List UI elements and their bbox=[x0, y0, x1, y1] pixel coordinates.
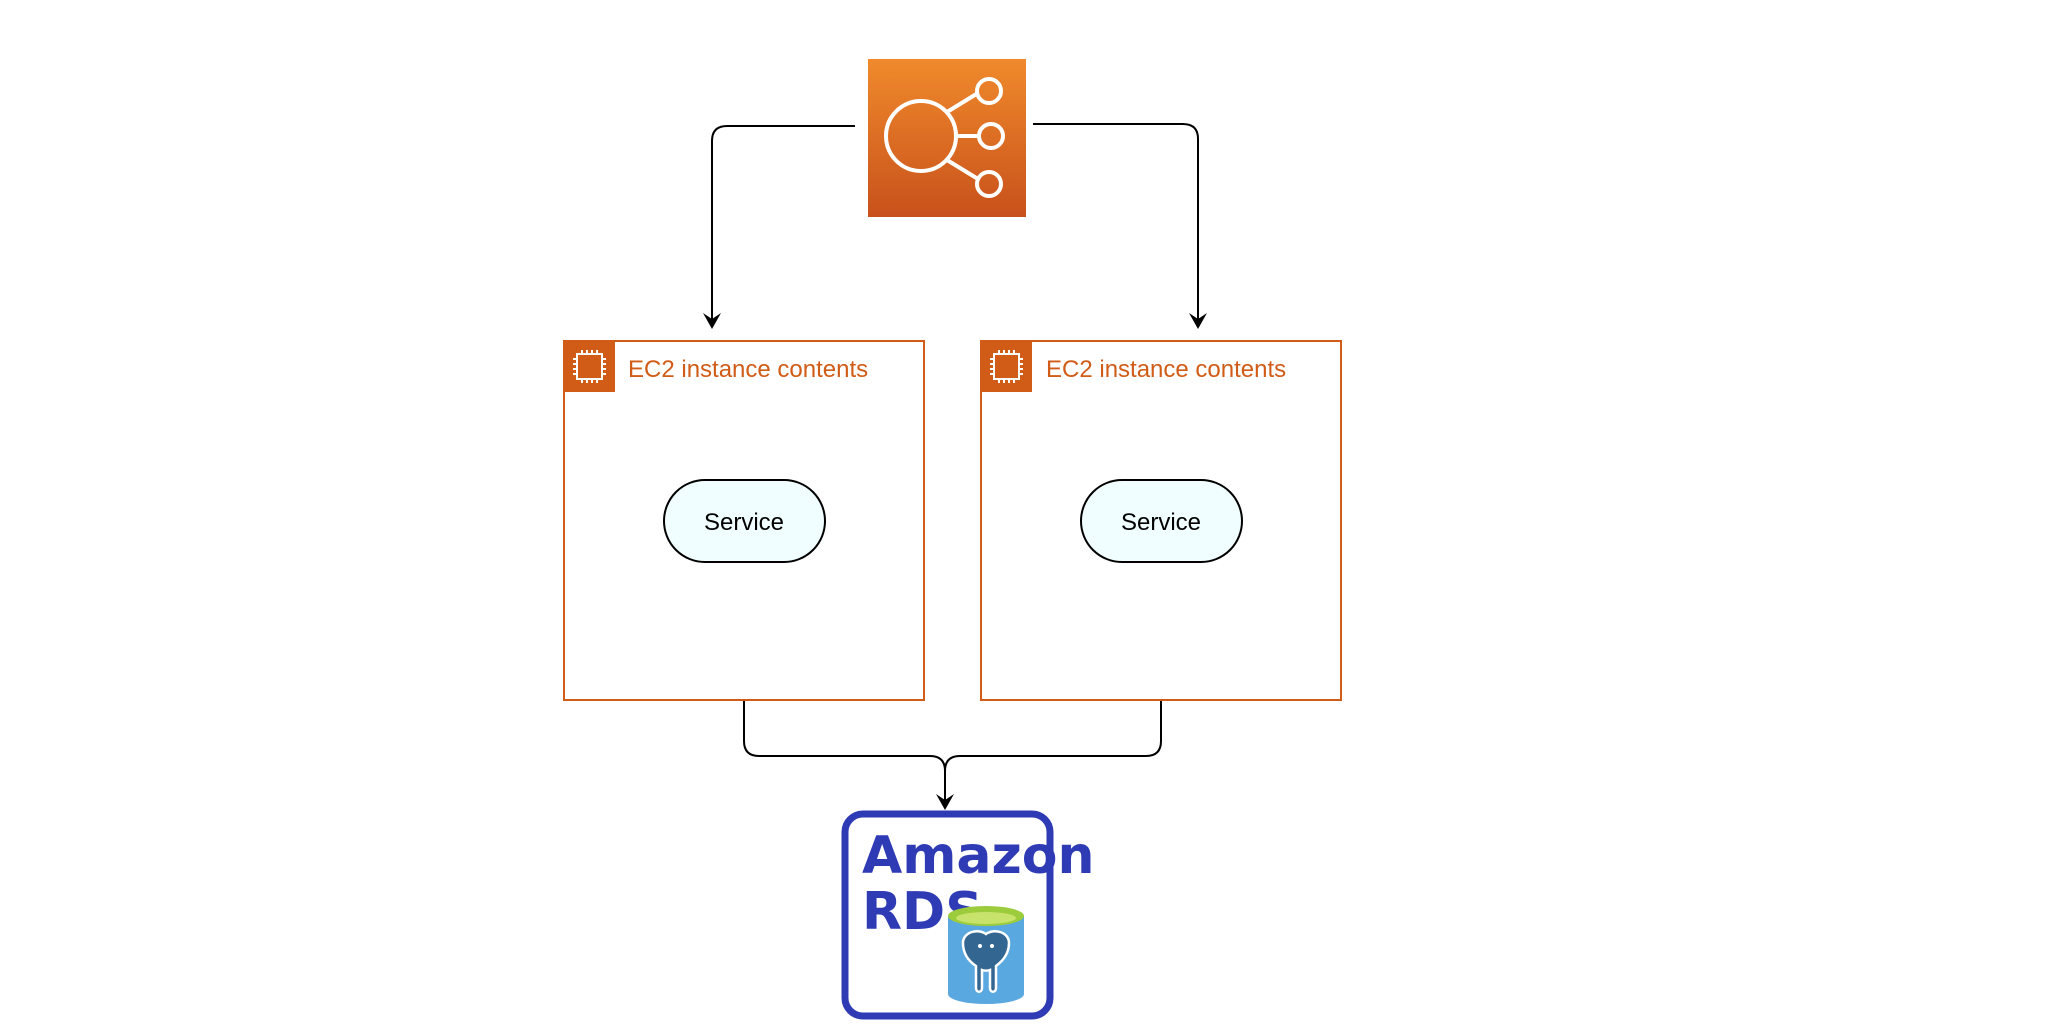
edge-elb-to-instance-2 bbox=[1033, 123, 1199, 326]
postgresql-elephant-icon bbox=[948, 906, 1024, 1004]
ec2-chip-icon bbox=[564, 341, 615, 392]
service-node[interactable]: Service bbox=[663, 479, 826, 563]
service-label: Service bbox=[704, 509, 784, 536]
ec2-instance-title: EC2 instance contents bbox=[628, 356, 868, 383]
rds-title-line-1: Amazon bbox=[862, 826, 1095, 886]
amazon-rds-node[interactable]: Amazon RDS bbox=[841, 810, 1095, 1020]
ec2-instance-group-1[interactable]: EC2 instance contents Service bbox=[563, 340, 925, 701]
ec2-chip-icon bbox=[981, 341, 1032, 392]
elastic-load-balancer-icon[interactable] bbox=[868, 59, 1026, 217]
arrowhead-instance-2 bbox=[1189, 313, 1207, 329]
arrowhead-db bbox=[936, 794, 954, 810]
service-label: Service bbox=[1121, 509, 1201, 536]
ec2-instance-title: EC2 instance contents bbox=[1046, 356, 1286, 383]
arrowhead-instance-1 bbox=[703, 313, 721, 329]
edge-instance-1-to-db bbox=[743, 700, 946, 806]
edge-elb-to-instance-1 bbox=[711, 125, 855, 326]
edge-instance-2-to-db bbox=[944, 700, 1162, 806]
ec2-instance-group-2[interactable]: EC2 instance contents Service bbox=[980, 340, 1342, 701]
service-node[interactable]: Service bbox=[1080, 479, 1243, 563]
